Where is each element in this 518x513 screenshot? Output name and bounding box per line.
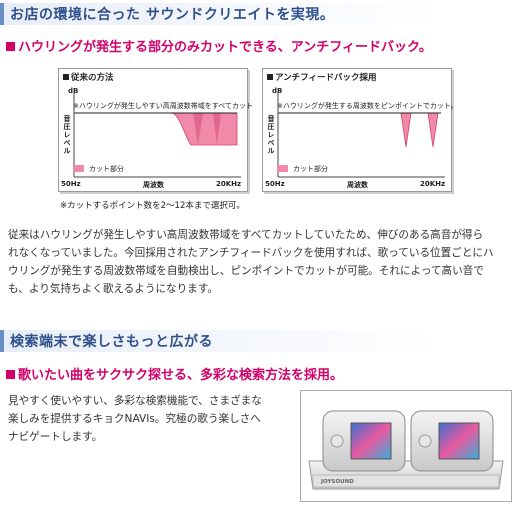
paragraph-line: れなくなっていました。今回採用されたアンチフィードバックを使用すれば、歌っている… [8,247,494,259]
header-band [4,330,518,352]
x-axis-label: 周波数 [143,181,164,189]
feature-heading: ハウリングが発生する部分のみカットできる、アンチフィードバック。 [6,36,432,55]
header-band [4,3,518,25]
chart-title-text: 従来の方法 [71,73,114,83]
legend-label: カット部分 [89,165,124,173]
response-curve [73,89,241,178]
y-axis-label: 音圧レベル [267,115,275,155]
section-header: 検索端末で楽しさもっと広がる [0,330,518,352]
section-title: お店の環境に合った サウンドクリエイトを実現。 [10,7,335,23]
x-end-label: 20KHz [420,180,446,188]
chart-anti-feedback: アンチフィードバック採用 dB ※ハウリングが発生する周波数をピンポイントでカッ… [262,68,458,192]
square-bullet-icon [6,42,15,51]
header-accent-bar [0,330,4,352]
chart-title-text: アンチフィードバック採用 [275,73,377,83]
header-accent-bar [0,3,4,25]
chart-title: アンチフィードバック採用 [267,71,377,83]
square-bullet-icon [63,74,69,80]
brand-logo-text: JOYSOUND [321,479,354,485]
chart-note: ※ハウリングが発生しやすい高周波数帯域をすべてカット [73,102,254,110]
section-header: お店の環境に合った サウンドクリエイトを実現。 [0,3,518,25]
y-axis-label: 音圧レベル [63,115,71,155]
chart-note: ※ハウリングが発生する周波数をピンポイントでカット。 [277,102,458,110]
section-title: 検索端末で楽しさもっと広がる [10,334,213,350]
legend-swatch [277,165,288,172]
x-start-label: 50Hz [61,180,81,188]
terminal-illustration [308,410,504,490]
feature-heading: 歌いたい曲をサクサク探せる、多彩な検索方法を採用。 [6,364,343,383]
x-start-label: 50Hz [265,180,285,188]
paragraph-line: ナビゲートします。 [8,431,103,443]
x-axis-label: 周波数 [347,181,368,189]
square-bullet-icon [6,370,15,379]
paragraph-line: 従来はハウリングが発生しやすい高周波数帯域をすべてカットしていたため、伸びのある… [8,229,484,241]
legend-label: カット部分 [293,165,328,173]
chart-footnote: ※カットするポイント数を2〜12本まで選択可。 [60,201,245,211]
unit-label: dB [272,87,283,95]
legend-swatch [73,165,84,172]
chart-title: 従来の方法 [63,71,114,83]
response-curve [277,89,445,178]
unit-label: dB [68,87,79,95]
feature-heading-text: ハウリングが発生する部分のみカットできる、アンチフィードバック。 [18,40,432,55]
feature-heading-text: 歌いたい曲をサクサク探せる、多彩な検索方法を採用。 [18,368,344,383]
paragraph-line: ウリングが発生する周波数帯域を自動検出し、ピンポイントでカットが可能。それによっ… [8,265,484,277]
paragraph-line: 楽しみを提供するキョクNAVIs。究極の歌う楽しさへ [8,413,261,425]
description-paragraph: 従来はハウリングが発生しやすい高周波数帯域をすべてカットしていたため、伸びのある… [8,226,494,298]
paragraph-line: も、より気持ちよく歌えるようになります。 [8,283,218,295]
square-bullet-icon [267,74,273,80]
chart-conventional: 従来の方法 dB ※ハウリングが発生しやすい高周波数帯域をすべてカット 音圧レベ… [58,68,253,192]
search-description: 見やすく使いやすい、多彩な検索機能で、さまざまな 楽しみを提供するキョクNAVI… [8,392,262,446]
paragraph-line: 見やすく使いやすい、多彩な検索機能で、さまざまな [8,395,262,407]
product-photo: JOYSOUND [300,390,512,502]
x-end-label: 20KHz [216,180,242,188]
